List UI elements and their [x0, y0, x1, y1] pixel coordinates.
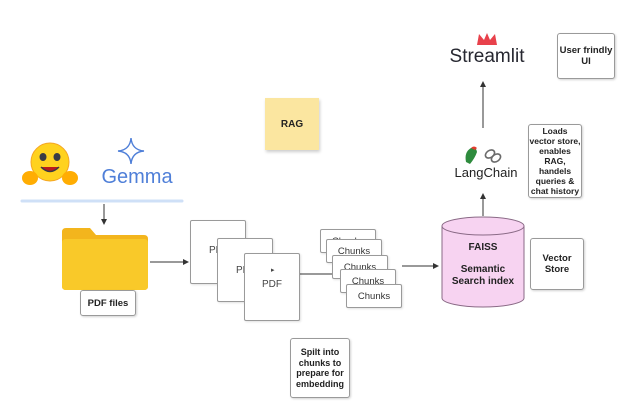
gemma-logo: Gemma — [95, 137, 179, 191]
chunk-4-label: Chunks — [351, 275, 385, 287]
chunk-5: Chunks — [346, 284, 402, 308]
streamlit-logo: Streamlit — [442, 32, 532, 72]
note-split-chunks-text: Spilt into chunks to prepare for embeddi… — [295, 347, 344, 389]
chunk-2-label: Chunks — [337, 245, 371, 257]
pdf-page-3-cursor-icon: ▸ — [271, 267, 275, 274]
pdf-page-3: ▸ PDF — [244, 253, 300, 321]
note-user-friendly-ui: User frindly UI — [557, 33, 615, 79]
note-user-friendly-ui-text: User frindly UI — [559, 45, 613, 67]
langchain-logo: LangChain — [450, 144, 522, 184]
folder-icon — [60, 226, 150, 292]
streamlit-crown-icon — [477, 33, 497, 45]
faiss-subtitle: Semantic Search index — [451, 264, 515, 287]
streamlit-label: Streamlit — [449, 46, 525, 67]
pdf-page-3-label: PDF — [262, 279, 282, 290]
note-langchain-description: Loads vector store, enables RAG, handels… — [528, 124, 582, 198]
note-langchain-description-text: Loads vector store, enables RAG, handels… — [529, 126, 581, 196]
note-vector-store-text: Vector Store — [542, 253, 572, 275]
langchain-parrot-chain-icon — [465, 146, 502, 164]
faiss-cylinder: FAISS Semantic Search index — [440, 216, 526, 308]
note-split-chunks: Spilt into chunks to prepare for embeddi… — [290, 338, 350, 398]
gemma-sparkle-icon — [117, 137, 145, 165]
langchain-label: LangChain — [454, 165, 518, 180]
gemma-label: Gemma — [101, 166, 173, 188]
note-rag: RAG — [265, 98, 319, 150]
chunk-5-label: Chunks — [357, 290, 391, 302]
hugging-face-icon — [22, 140, 78, 190]
chunk-3-label: Chunks — [343, 261, 377, 273]
note-vector-store: Vector Store — [530, 238, 584, 290]
note-pdf-files-text: PDF files — [87, 297, 129, 309]
note-rag-text: RAG — [280, 118, 304, 130]
faiss-title: FAISS — [468, 242, 498, 253]
note-pdf-files: PDF files — [80, 290, 136, 316]
